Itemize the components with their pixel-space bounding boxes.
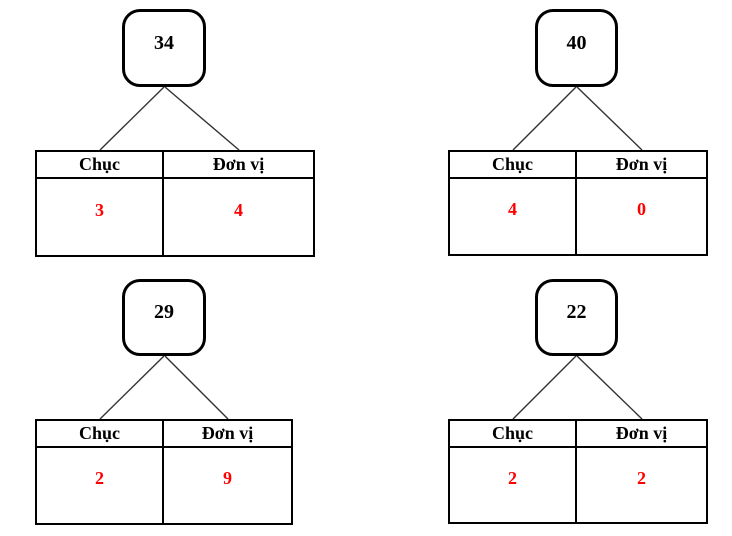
connector-line-left (99, 86, 165, 151)
connector-line-left (512, 355, 577, 420)
tens-header: Chục (37, 421, 164, 446)
tens-header: Chục (37, 152, 164, 177)
number-label: 22 (566, 301, 587, 323)
connector-line-right (164, 86, 240, 151)
tens-value: 3 (37, 179, 164, 255)
connector-line-right (576, 355, 643, 420)
table-value-row: 2 9 (37, 448, 291, 523)
table-header-row: Chục Đơn vị (37, 421, 291, 448)
number-label: 34 (154, 31, 174, 54)
number-box-22: 22 (535, 279, 618, 356)
table-header-row: Chục Đơn vị (450, 152, 706, 179)
table-header-row: Chục Đơn vị (450, 421, 706, 448)
tens-header: Chục (450, 152, 577, 177)
number-box-40: 40 (535, 9, 618, 87)
number-label: 40 (566, 31, 587, 54)
table-value-row: 4 0 (450, 179, 706, 254)
place-value-table-22: Chục Đơn vị 2 2 (448, 419, 708, 524)
units-value: 4 (234, 199, 243, 220)
table-value-row: 2 2 (450, 448, 706, 522)
place-value-table-40: Chục Đơn vị 4 0 (448, 150, 708, 256)
tens-value: 2 (450, 448, 577, 522)
units-value: 2 (637, 467, 646, 488)
place-value-table-29: Chục Đơn vị 2 9 (35, 419, 293, 525)
table-header-row: Chục Đơn vị (37, 152, 313, 179)
tens-value: 4 (450, 179, 577, 254)
number-box-29: 29 (122, 279, 206, 356)
connector-line-right (164, 355, 229, 420)
place-value-table-34: Chục Đơn vị 3 4 (35, 150, 315, 257)
tens-header: Chục (450, 421, 577, 446)
connector-line-right (576, 86, 643, 151)
table-value-row: 3 4 (37, 179, 313, 255)
tens-value: 2 (37, 448, 164, 523)
units-header: Đơn vị (212, 154, 265, 174)
units-header: Đơn vị (615, 423, 668, 443)
connector-line-left (99, 355, 165, 420)
units-value: 9 (223, 468, 232, 488)
units-value: 0 (637, 199, 646, 219)
connector-line-left (512, 86, 577, 151)
number-box-34: 34 (122, 9, 206, 87)
number-label: 29 (154, 301, 174, 323)
units-header: Đơn vị (615, 154, 668, 174)
units-header: Đơn vị (201, 423, 254, 443)
